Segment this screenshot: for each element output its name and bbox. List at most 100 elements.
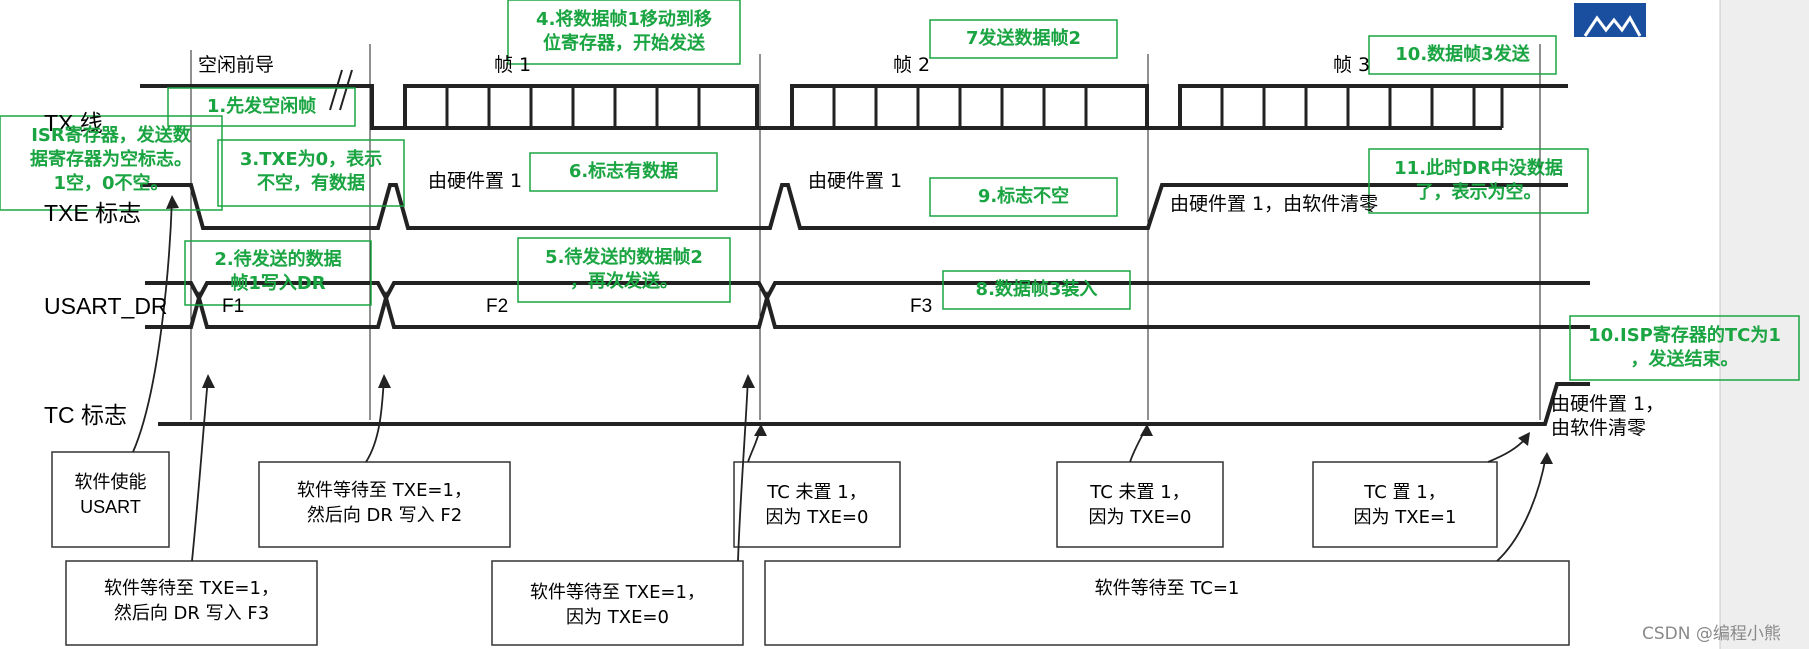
box-tc-not1-a-text: TC 未置 1， 因为 TXE=0 xyxy=(734,480,900,530)
box-wait-tc xyxy=(764,560,1570,646)
ann-frame-2 xyxy=(184,240,372,306)
note-tc-hw-line1: 由硬件置 1， xyxy=(1551,393,1665,415)
annotation-11-line1: 11.此时DR中没数据 xyxy=(1394,158,1563,179)
tx-break-mark xyxy=(329,69,353,111)
annotation-5-line2: ，再次发送。 xyxy=(570,271,678,292)
box-wait-f3 xyxy=(65,560,318,646)
ann-frame-3 xyxy=(217,139,405,207)
annotation-5: 5.待发送的数据帧2 ，再次发送。 xyxy=(518,246,730,294)
box-enable-text: 软件使能 USART xyxy=(52,470,169,520)
ann-frame-4 xyxy=(507,0,741,65)
box-tc-set-line1: TC 置 1， xyxy=(1364,482,1446,503)
box-tc-not1-a xyxy=(733,461,901,548)
annotation-2-line1: 2.待发送的数据 xyxy=(214,249,342,270)
annotation-1: 1.先发空闲帧 xyxy=(206,96,317,117)
annotation-frames xyxy=(0,0,1800,381)
box-wait-txe0 xyxy=(491,560,744,646)
label-txe-flag: TXE 标志 xyxy=(44,200,142,226)
box-tc-not1-a-line1: TC 未置 1， xyxy=(767,482,867,503)
dr-value-f1: F1 xyxy=(222,296,245,317)
box-tc-not1-b-line2: 因为 TXE=0 xyxy=(1088,507,1192,528)
annotation-isr: ISR寄存器，发送数 据寄存器为空标志。 1空，0不空。 xyxy=(0,124,222,196)
tx-bit-cells xyxy=(445,86,1504,128)
arrow-enable xyxy=(132,197,173,453)
dr-value-f3: F3 xyxy=(910,296,933,317)
box-wait-f3-text: 软件等待至 TXE=1， 然后向 DR 写入 F3 xyxy=(66,576,317,626)
ann-frame-9 xyxy=(929,177,1118,217)
annotation-10b-line1: 10.ISP寄存器的TC为1 xyxy=(1588,325,1781,346)
arrow-wait-tc xyxy=(1496,455,1547,562)
phase-idle: 空闲前导 xyxy=(198,54,275,76)
note-hw-set-sw-clear: 由硬件置 1，由软件清零 xyxy=(1170,193,1379,215)
box-wait-txe0-text: 软件等待至 TXE=1， 因为 TXE=0 xyxy=(492,580,743,630)
dr-bus-bottom xyxy=(145,290,1590,329)
note-tc-hw-line2: 由软件清零 xyxy=(1551,417,1647,439)
tc-waveform xyxy=(158,382,1590,426)
annotation-isr-line1: ISR寄存器，发送数 xyxy=(31,125,191,146)
phase-frame1: 帧 1 xyxy=(494,54,532,76)
annotation-isr-line2: 据寄存器为空标志。 xyxy=(30,149,192,170)
annotation-9: 9.标志不空 xyxy=(977,186,1070,207)
annotation-10b: 10.ISP寄存器的TC为1 ，发送结束。 xyxy=(1570,324,1799,372)
corner-logo xyxy=(1574,3,1646,37)
phase-frame2: 帧 2 xyxy=(893,54,931,76)
annotation-5-line1: 5.待发送的数据帧2 xyxy=(545,247,703,268)
box-wait-f2-line1: 软件等待至 TXE=1， xyxy=(297,480,472,501)
box-wait-f2-line2: 然后向 DR 写入 F2 xyxy=(306,505,463,526)
box-wait-f2-text: 软件等待至 TXE=1， 然后向 DR 写入 F2 xyxy=(259,478,510,528)
arrow-heads xyxy=(166,195,1553,464)
arrow-wait-txe0 xyxy=(737,377,749,562)
ann-frame-1 xyxy=(167,87,356,127)
box-tc-not1-b-line1: TC 未置 1， xyxy=(1090,482,1190,503)
dr-bus-waveform xyxy=(145,281,1590,329)
annotation-4-line2: 位寄存器，开始发送 xyxy=(543,33,705,54)
box-tc-set xyxy=(1312,461,1498,548)
box-wait-f3-line2: 然后向 DR 写入 F3 xyxy=(113,603,270,624)
annotation-6: 6.标志有数据 xyxy=(568,161,679,182)
note-hw-set-1a: 由硬件置 1 xyxy=(428,170,523,192)
annotation-2-line2: 帧1写入DR xyxy=(230,273,326,294)
page-edge xyxy=(1720,0,1809,649)
ann-frame-6 xyxy=(529,152,718,192)
box-enable-usart xyxy=(51,451,170,548)
box-tc-not1-a-line2: 因为 TXE=0 xyxy=(765,507,869,528)
annotation-isr-line3: 1空，0不空。 xyxy=(53,173,169,194)
box-wait-tc-text: 软件等待至 TC=1 xyxy=(1094,578,1240,599)
box-wait-txe0-line1: 软件等待至 TXE=1， xyxy=(530,582,705,603)
ann-frame-isr xyxy=(0,115,223,211)
label-tc-flag: TC 标志 xyxy=(44,402,128,428)
annotation-10b-line2: ，发送结束。 xyxy=(1630,349,1739,370)
annotation-3-line2: 不空，有数据 xyxy=(257,173,365,194)
annotation-8: 8.数据帧3装入 xyxy=(975,279,1098,300)
arrow-wait-f2 xyxy=(365,377,385,463)
box-enable-line2: USART xyxy=(80,497,141,517)
annotation-2: 2.待发送的数据 帧1写入DR xyxy=(185,248,371,296)
ann-frame-5 xyxy=(517,237,731,303)
annotation-11-line2: 了，表示为空。 xyxy=(1415,182,1542,203)
annotation-7: 7发送数据帧2 xyxy=(965,28,1082,49)
box-tc-not1-b-text: TC 未置 1， 因为 TXE=0 xyxy=(1057,480,1223,530)
phase-boundaries xyxy=(190,44,1541,420)
ann-frame-10 xyxy=(1368,35,1557,75)
box-enable-line1: 软件使能 xyxy=(74,472,147,493)
ann-frame-11 xyxy=(1368,148,1589,214)
annotation-10: 10.数据帧3发送 xyxy=(1395,44,1530,65)
label-usart-dr: USART_DR xyxy=(44,293,168,319)
dr-value-f2: F2 xyxy=(486,296,509,317)
ann-frame-8 xyxy=(942,270,1131,310)
box-wait-txe0-line2: 因为 TXE=0 xyxy=(566,607,669,628)
phase-frame3: 帧 3 xyxy=(1333,54,1371,76)
annotation-3-line1: 3.TXE为0，表示 xyxy=(239,149,383,170)
annotation-4: 4.将数据帧1移动到移 位寄存器，开始发送 xyxy=(508,8,740,56)
label-tx-line: TX 线 xyxy=(44,110,103,136)
box-wait-f2 xyxy=(258,461,511,548)
arrow-wait-f3 xyxy=(191,377,209,562)
note-box-frames xyxy=(51,451,1570,646)
note-hw-set-1b: 由硬件置 1 xyxy=(808,170,903,192)
box-tc-not1-b xyxy=(1056,461,1224,548)
box-wait-f3-line1: 软件等待至 TXE=1， xyxy=(104,578,279,599)
tx-idle-and-frames xyxy=(140,84,1568,130)
ann-frame-7 xyxy=(929,19,1118,59)
